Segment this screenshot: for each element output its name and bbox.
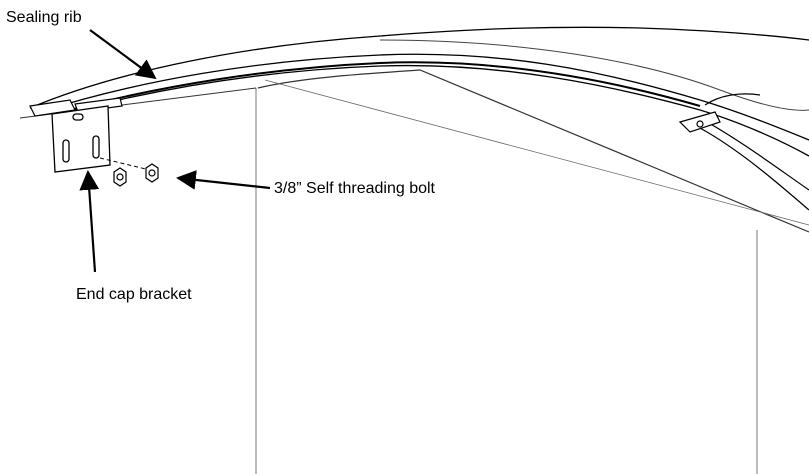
bolt-axis-line <box>99 157 151 171</box>
bracket-slot-right <box>92 135 100 159</box>
bracket-slot-left <box>62 139 70 163</box>
right-cap <box>704 93 761 106</box>
leader-arrows <box>79 29 271 273</box>
bracket-arrow <box>79 170 100 273</box>
end-cap-bracket-label: End cap bracket <box>76 286 192 303</box>
bolt-left <box>113 167 127 187</box>
arch-far <box>379 39 809 111</box>
arch-outer <box>29 26 809 109</box>
sealing-rib-line <box>69 61 701 111</box>
end-fitting-body <box>29 99 76 117</box>
right-brace <box>678 93 809 211</box>
end-cap-bracket <box>51 105 111 173</box>
bolt-arrow <box>176 170 271 190</box>
arch-mid <box>39 53 809 141</box>
panel-top-inner <box>264 79 809 226</box>
hub-bracket <box>678 111 721 133</box>
brace-lower <box>699 127 809 211</box>
arch-inner <box>59 64 809 157</box>
bolt-label: 3/8” Self threading bolt <box>274 180 436 197</box>
sealing-rib-label: Sealing rib <box>6 9 82 26</box>
hub-bolt <box>696 120 704 128</box>
bracket-top-slot <box>72 113 84 121</box>
sealing-rib-arrow <box>89 29 157 80</box>
bolts <box>99 157 159 187</box>
panel-top-face <box>257 69 809 233</box>
bolt-right <box>145 163 159 183</box>
brace-upper <box>699 117 809 191</box>
roof-arch <box>29 26 809 157</box>
